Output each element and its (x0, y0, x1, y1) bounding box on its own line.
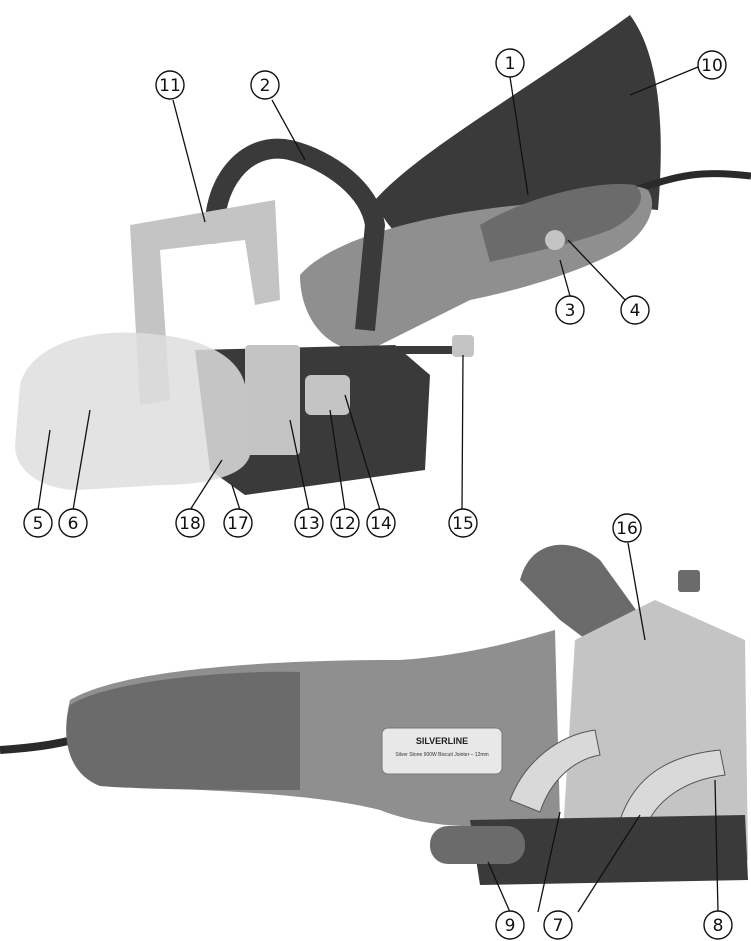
callout-7: 7 (543, 910, 573, 940)
callout-14-label: 14 (370, 514, 392, 534)
callout-3: 3 (555, 295, 585, 325)
callout-17: 17 (223, 508, 253, 538)
callout-8: 8 (703, 910, 733, 940)
callout-10-label: 10 (701, 56, 723, 76)
callouts: 1 2 3 4 5 6 7 8 (23, 48, 733, 940)
callout-4: 4 (620, 295, 650, 325)
leader-8 (714, 779, 719, 913)
leader-12 (329, 409, 346, 511)
fence-block-bottom (560, 600, 748, 880)
callout-8-label: 8 (713, 916, 724, 936)
callout-16: 16 (612, 513, 642, 543)
clear-guard (15, 332, 250, 490)
leader-11 (172, 99, 206, 223)
callout-18: 18 (175, 508, 205, 538)
depth-rod-end (452, 335, 474, 357)
callout-2: 2 (250, 70, 280, 100)
callout-10: 10 (697, 50, 727, 80)
rating-plate-brand: SILVERLINE (416, 736, 468, 746)
top-tool-view (15, 15, 751, 495)
dust-port (430, 826, 525, 864)
leader-1 (509, 76, 529, 196)
leader-4 (567, 239, 629, 304)
callout-12: 12 (330, 508, 360, 538)
callout-16-label: 16 (616, 519, 638, 539)
callout-9-label: 9 (505, 916, 516, 936)
rear-grip-bottom (66, 671, 300, 790)
rating-plate-model: Silver Stone 900W Biscuit Jointer – 12mm (395, 752, 488, 758)
callout-6: 6 (58, 508, 88, 538)
callout-18-label: 18 (179, 514, 201, 534)
callout-7-label: 7 (553, 916, 564, 936)
angle-scale-left (509, 729, 601, 813)
callout-11-label: 11 (159, 76, 181, 96)
fence-lock-knob (305, 375, 350, 415)
bottom-tool-view: SILVERLINE Silver Stone 900W Biscuit Joi… (0, 544, 748, 885)
callout-13-label: 13 (298, 514, 320, 534)
callout-5-label: 5 (33, 514, 44, 534)
callout-3-label: 3 (565, 301, 576, 321)
lock-button (545, 230, 565, 250)
d-handle (204, 138, 385, 331)
rear-grip (480, 184, 642, 262)
leader-2 (271, 99, 306, 161)
power-cord (633, 170, 751, 194)
base-plate-bottom (470, 815, 748, 885)
callout-2-label: 2 (260, 76, 271, 96)
leader-18 (189, 459, 223, 511)
callout-5: 5 (23, 508, 53, 538)
leader-7b (577, 814, 641, 913)
callout-6-label: 6 (68, 514, 79, 534)
callout-11: 11 (155, 70, 185, 100)
callout-13: 13 (294, 508, 324, 538)
callout-15: 15 (448, 508, 478, 538)
rating-plate (381, 727, 503, 775)
callout-17-label: 17 (227, 514, 249, 534)
leader-13 (289, 419, 310, 511)
leader-3 (559, 259, 571, 297)
leader-7a (537, 811, 561, 913)
height-knob (198, 222, 218, 244)
callout-9: 9 (495, 910, 525, 940)
leader-15 (461, 354, 464, 511)
callout-1: 1 (495, 48, 525, 78)
callout-4-label: 4 (630, 301, 641, 321)
leader-5 (37, 429, 51, 511)
depth-rod (340, 346, 455, 354)
callout-1-label: 1 (505, 54, 516, 74)
leader-14 (344, 394, 381, 511)
leader-17 (231, 484, 241, 511)
leader-6 (72, 409, 91, 511)
leader-10 (629, 66, 699, 96)
height-knob-bottom (678, 570, 700, 592)
callout-14: 14 (366, 508, 396, 538)
angle-scale-right (619, 749, 726, 831)
leader-16 (627, 542, 646, 641)
callout-15-label: 15 (452, 514, 474, 534)
angle-guide-block (245, 345, 300, 455)
leader-lines (37, 66, 719, 913)
callout-12-label: 12 (334, 514, 356, 534)
leader-9 (487, 861, 511, 913)
